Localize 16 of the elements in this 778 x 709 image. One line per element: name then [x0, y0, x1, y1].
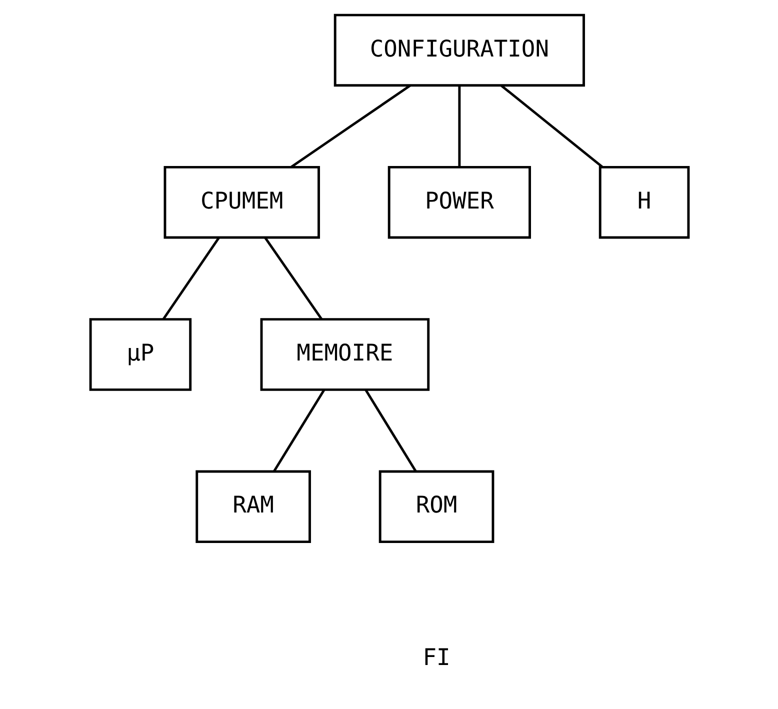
node-box: RAM: [195, 470, 310, 544]
connector: [500, 84, 603, 168]
connector: [364, 389, 416, 472]
connector: [290, 84, 410, 168]
connector: [162, 237, 220, 320]
node-box: H: [598, 166, 690, 239]
label: FI: [422, 644, 450, 671]
connector: [458, 86, 460, 168]
node-box: ROM: [378, 470, 494, 544]
connector: [264, 237, 322, 320]
node-box: MEMOIRE: [260, 318, 430, 391]
node-box: µP: [88, 318, 192, 391]
node-box: CONFIGURATION: [333, 14, 584, 87]
node-box: CPUMEM: [163, 166, 320, 239]
node-box: POWER: [387, 166, 530, 239]
connector: [272, 389, 325, 472]
